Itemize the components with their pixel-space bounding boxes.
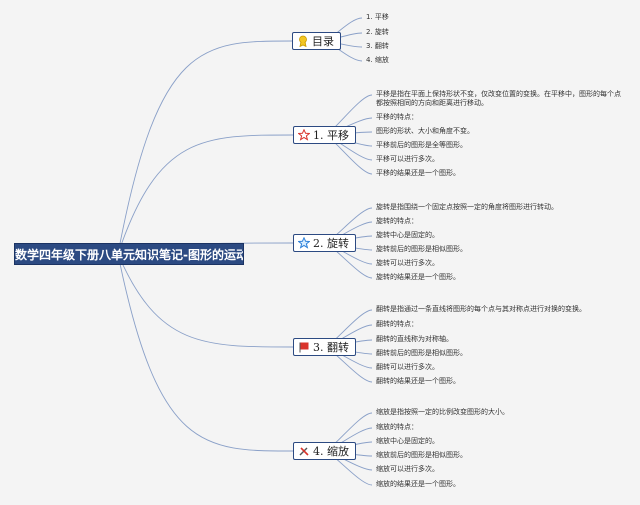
connector-root-toc: [117, 40, 293, 255]
leaf-rotate-4[interactable]: 旋转可以进行多次。: [376, 259, 439, 267]
leaf-rotate-0[interactable]: 旋转是指围绕一个固定点按照一定的角度将图形进行转动。: [376, 203, 558, 211]
leaf-scale-3[interactable]: 缩放前后的图形是相似图形。: [376, 451, 467, 459]
leaf-flip-0[interactable]: 翻转是指通过一条直线将图形的每个点与其对称点进行对换的变换。: [376, 305, 586, 313]
connector-root-flip: [117, 253, 294, 348]
flag-icon: [298, 341, 310, 353]
tools-icon: [298, 445, 310, 457]
leaf-translate-3[interactable]: 图形的形状、大小和角度不变。: [376, 127, 474, 135]
connector-root-scale: [117, 253, 294, 452]
leaf-scale-4[interactable]: 缩放可以进行多次。: [376, 465, 439, 473]
branch-scale[interactable]: 4. 缩放: [293, 442, 356, 460]
branch-label: 1. 平移: [313, 128, 349, 142]
leaf-scale-0[interactable]: 缩放是指按照一定的比例改变图形的大小。: [376, 408, 509, 416]
root-topic[interactable]: 数学四年级下册八单元知识笔记-图形的运动: [14, 243, 244, 265]
leaf-toc-1[interactable]: 2. 旋转: [366, 28, 389, 36]
star-outline-icon: [297, 128, 311, 141]
leaf-scale-1[interactable]: 缩放的特点：: [376, 423, 418, 431]
branch-label: 2. 旋转: [313, 236, 349, 250]
leaf-toc-3[interactable]: 4. 缩放: [366, 56, 389, 64]
leaf-translate-5[interactable]: 平移可以进行多次。: [376, 155, 439, 163]
leaf-rotate-5[interactable]: 旋转的结果还是一个图形。: [376, 273, 460, 281]
branch-flip[interactable]: 3. 翻转: [293, 338, 356, 356]
branch-translate[interactable]: 1. 平移: [293, 126, 356, 144]
connector-root-translate: [117, 134, 294, 255]
leaf-flip-2[interactable]: 翻转的直线称为对称轴。: [376, 335, 453, 343]
leaf-toc-0[interactable]: 1. 平移: [366, 13, 389, 21]
branch-rotate[interactable]: 2. 旋转: [293, 234, 356, 252]
leaf-rotate-3[interactable]: 旋转前后的图形是相似图形。: [376, 245, 467, 253]
leaf-translate-4[interactable]: 平移前后的图形是全等图形。: [376, 141, 467, 149]
leaf-flip-1[interactable]: 翻转的特点：: [376, 320, 418, 328]
leaf-flip-5[interactable]: 翻转的结果还是一个图形。: [376, 377, 460, 385]
leaf-scale-5[interactable]: 缩放的结果还是一个图形。: [376, 480, 460, 488]
leaf-flip-4[interactable]: 翻转可以进行多次。: [376, 363, 439, 371]
leaf-toc-2[interactable]: 3. 翻转: [366, 42, 389, 50]
branch-label: 3. 翻转: [313, 340, 349, 354]
ribbon-icon: [297, 35, 309, 48]
branch-label: 4. 缩放: [313, 444, 349, 458]
leaf-flip-3[interactable]: 翻转前后的图形是相似图形。: [376, 349, 467, 357]
leaf-scale-2[interactable]: 缩放中心是固定的。: [376, 437, 439, 445]
leaf-translate-2[interactable]: 平移的特点：: [376, 113, 418, 121]
leaf-translate-6[interactable]: 平移的结果还是一个图形。: [376, 169, 460, 177]
star-blue-icon: [297, 236, 311, 249]
branch-toc[interactable]: 目录: [292, 32, 341, 50]
leaf-translate-0[interactable]: 平移是指在平面上保持形状不变，仅改变位置的变换。在平移中，图形的每个点: [376, 90, 621, 98]
leaf-translate-1[interactable]: 都按照相同的方向和距离进行移动。: [376, 99, 488, 107]
leaf-rotate-1[interactable]: 旋转的特点：: [376, 217, 418, 225]
branch-label: 目录: [312, 34, 334, 48]
leaf-rotate-2[interactable]: 旋转中心是固定的。: [376, 231, 439, 239]
